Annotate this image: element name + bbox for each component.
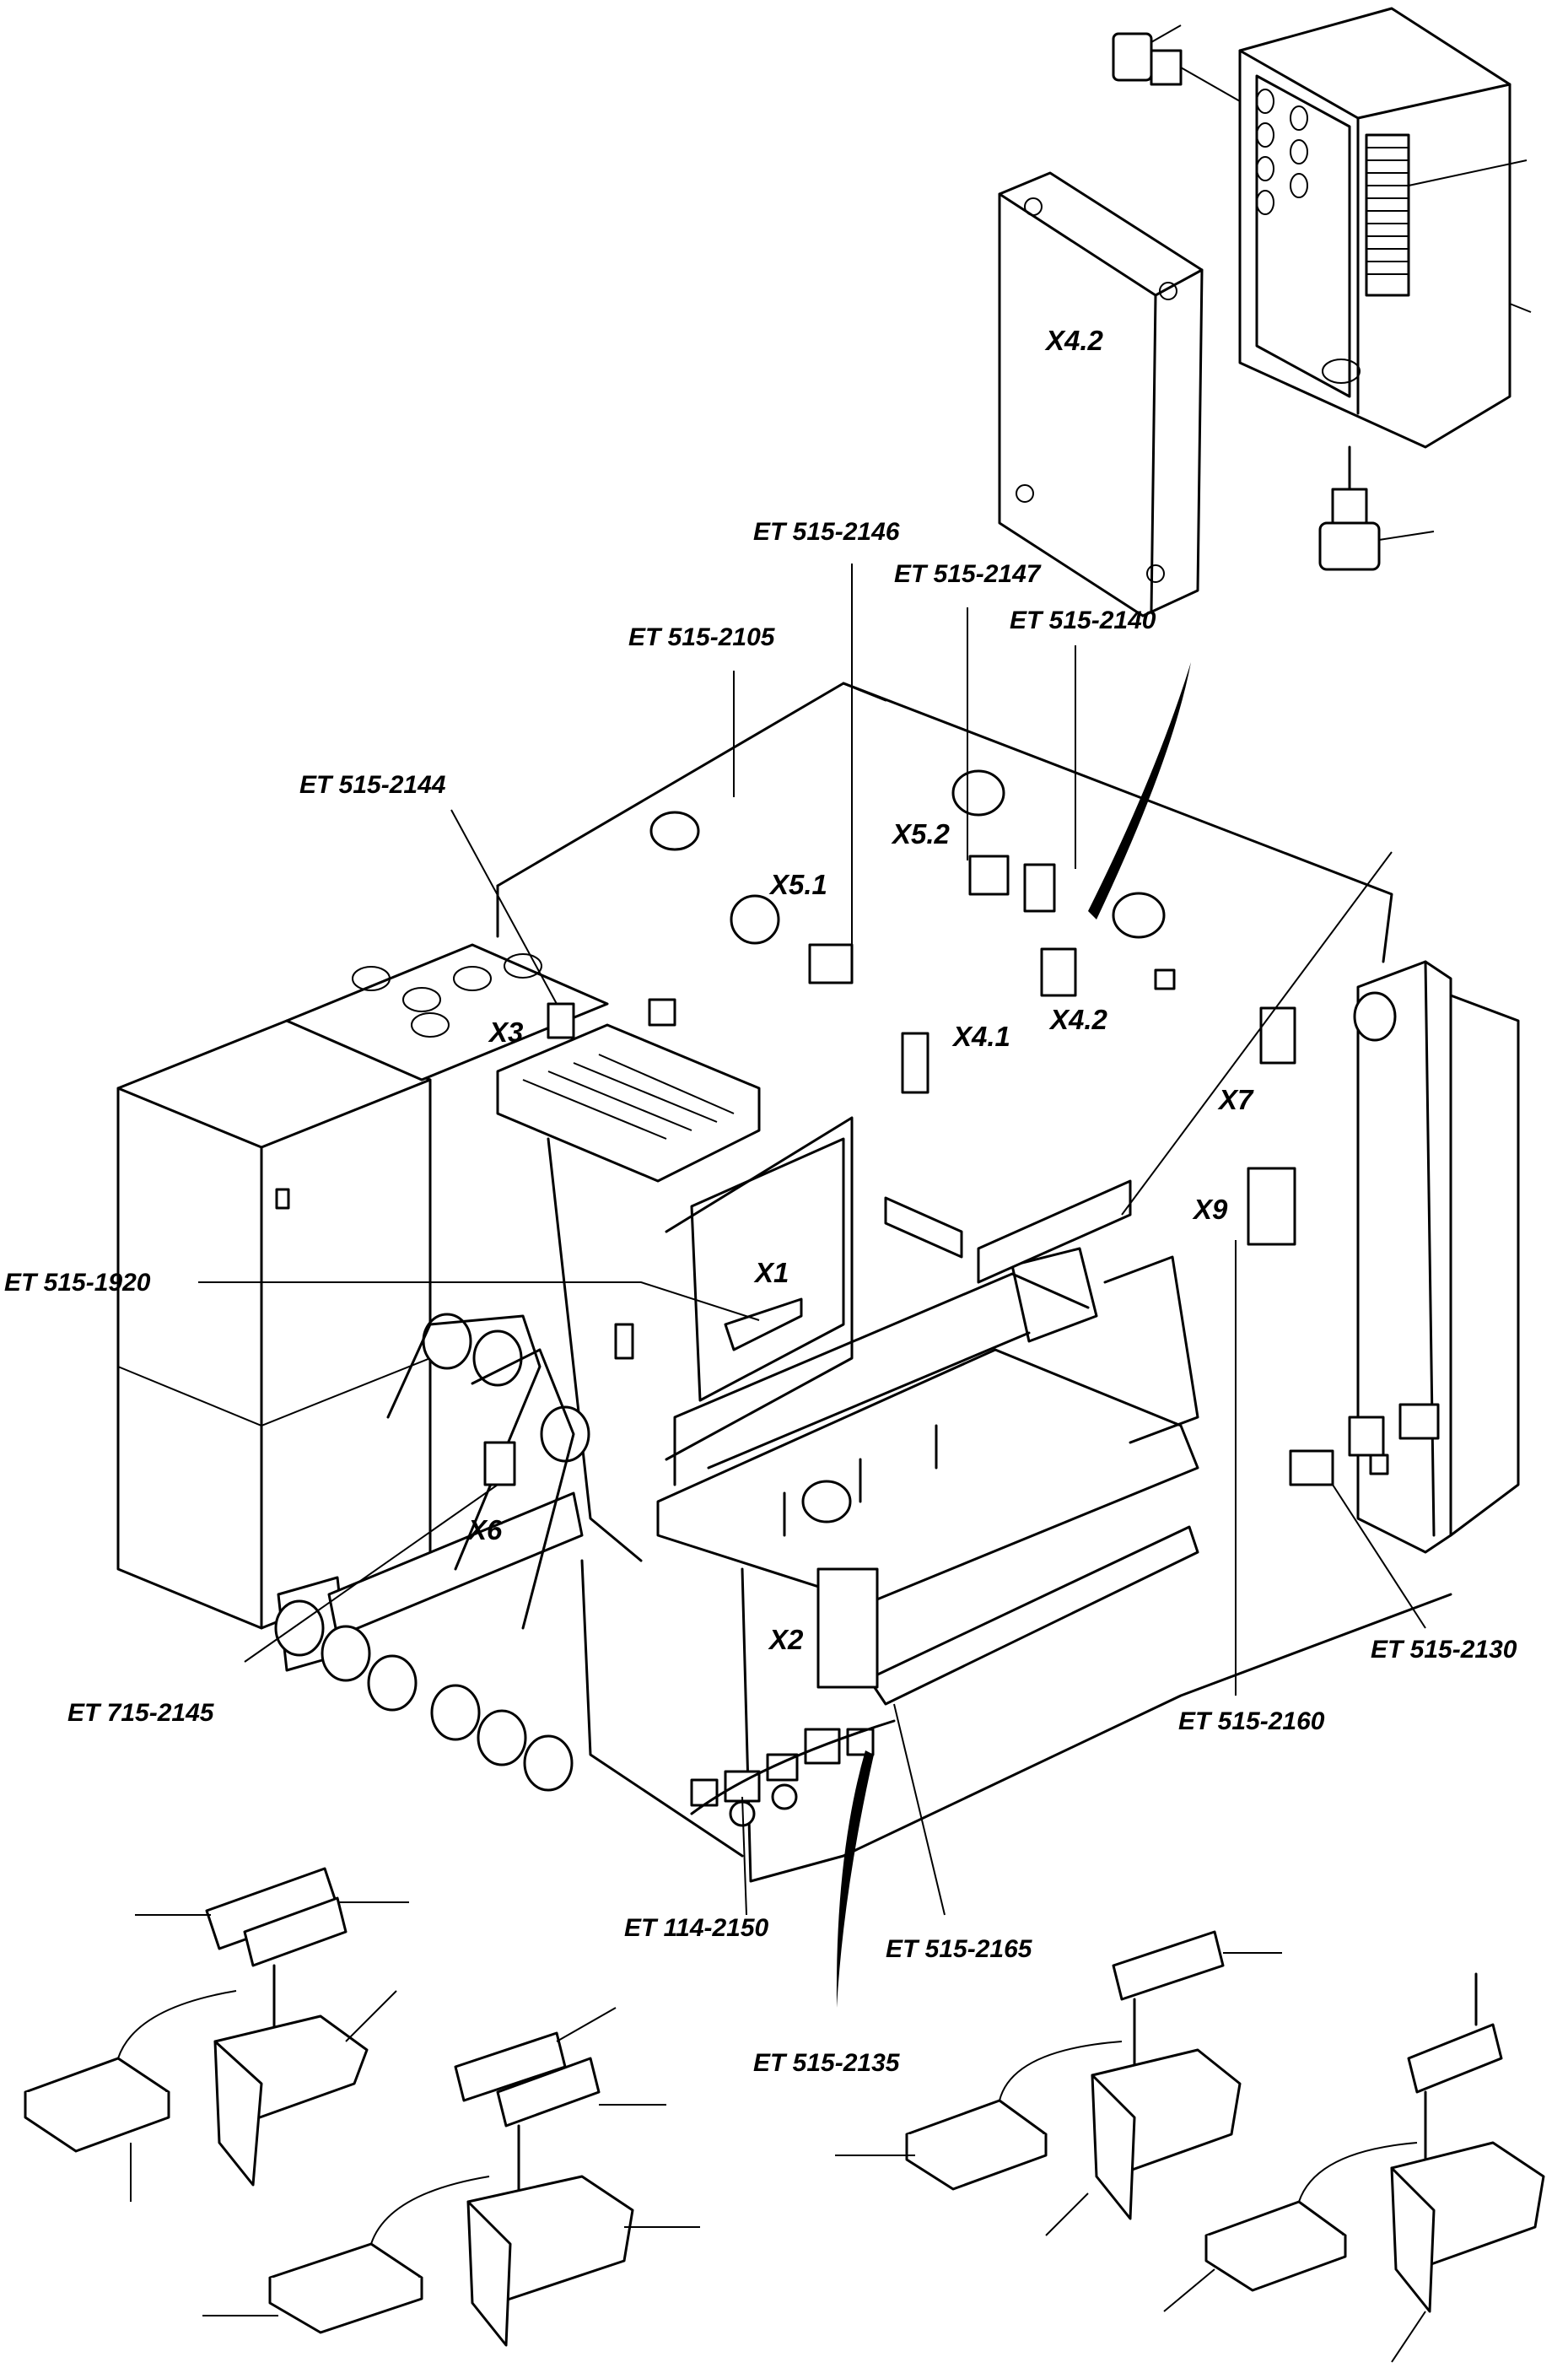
label-x4-2-cover: X4.2 [1044, 325, 1104, 356]
label-x7: X7 [1217, 1084, 1254, 1115]
label-et-515-2165: ET 515-2165 [886, 1935, 1033, 1963]
connector-x4-1 [901, 1032, 929, 1094]
wire-leader-top [1088, 662, 1191, 920]
connector-x2 [816, 1567, 879, 1689]
label-et-515-2146: ET 515-2146 [753, 518, 900, 546]
label-et-515-2135: ET 515-2135 [753, 2049, 901, 2077]
label-x5-2: X5.2 [891, 818, 951, 849]
label-et-515-2144: ET 515-2144 [299, 771, 446, 799]
label-leaders [198, 564, 1426, 1916]
label-et-515-2160: ET 515-2160 [1178, 1707, 1325, 1735]
label-x2: X2 [768, 1624, 804, 1655]
connector-x4-2 [1040, 947, 1077, 997]
plug-hood-set-3 [835, 1930, 1282, 2236]
connector-x6 [483, 1441, 516, 1486]
label-et-114-2150: ET 114-2150 [624, 1914, 769, 1942]
part-labels: ET 515-2146 ET 515-2147 ET 515-2140 ET 5… [4, 518, 1517, 2077]
plug-hood-set-4 [1163, 1972, 1545, 2363]
label-x1: X1 [753, 1257, 789, 1288]
connector-x5-2 [968, 855, 1010, 896]
cover-plate-x4-2: X4.2 [998, 171, 1204, 618]
connector-x7 [1259, 1006, 1296, 1065]
junction-box-assembly [1112, 7, 1532, 571]
label-x5-1: X5.1 [768, 869, 827, 900]
label-x4-1: X4.1 [951, 1021, 1010, 1052]
label-et-515-2105: ET 515-2105 [628, 623, 776, 651]
label-x4-2: X4.2 [1048, 1004, 1108, 1035]
plug-hood-set-2 [202, 2007, 700, 2347]
connector-x3 [547, 1002, 575, 1039]
plug-hood-set-1 [24, 1867, 409, 2202]
label-x9: X9 [1192, 1194, 1228, 1225]
label-et-515-2147: ET 515-2147 [894, 560, 1042, 588]
label-x6: X6 [466, 1514, 503, 1545]
label-et-715-2145: ET 715-2145 [67, 1699, 215, 1727]
position-labels: X5.2 X5.1 X3 X4.1 X4.2 X7 X9 X1 X6 X2 [466, 818, 1254, 1655]
connector-x9 [1247, 1167, 1296, 1246]
label-x3: X3 [488, 1017, 523, 1048]
label-et-515-2130: ET 515-2130 [1371, 1636, 1517, 1664]
connector-x5-1 [808, 943, 854, 984]
cab-frame [116, 682, 1520, 1883]
label-et-515-2140: ET 515-2140 [1010, 607, 1156, 634]
label-et-515-1920: ET 515-1920 [4, 1269, 151, 1297]
wire-leader-bottom [836, 1750, 874, 2008]
strip-x1 [724, 1297, 803, 1351]
frame-connectors [483, 855, 1440, 1827]
